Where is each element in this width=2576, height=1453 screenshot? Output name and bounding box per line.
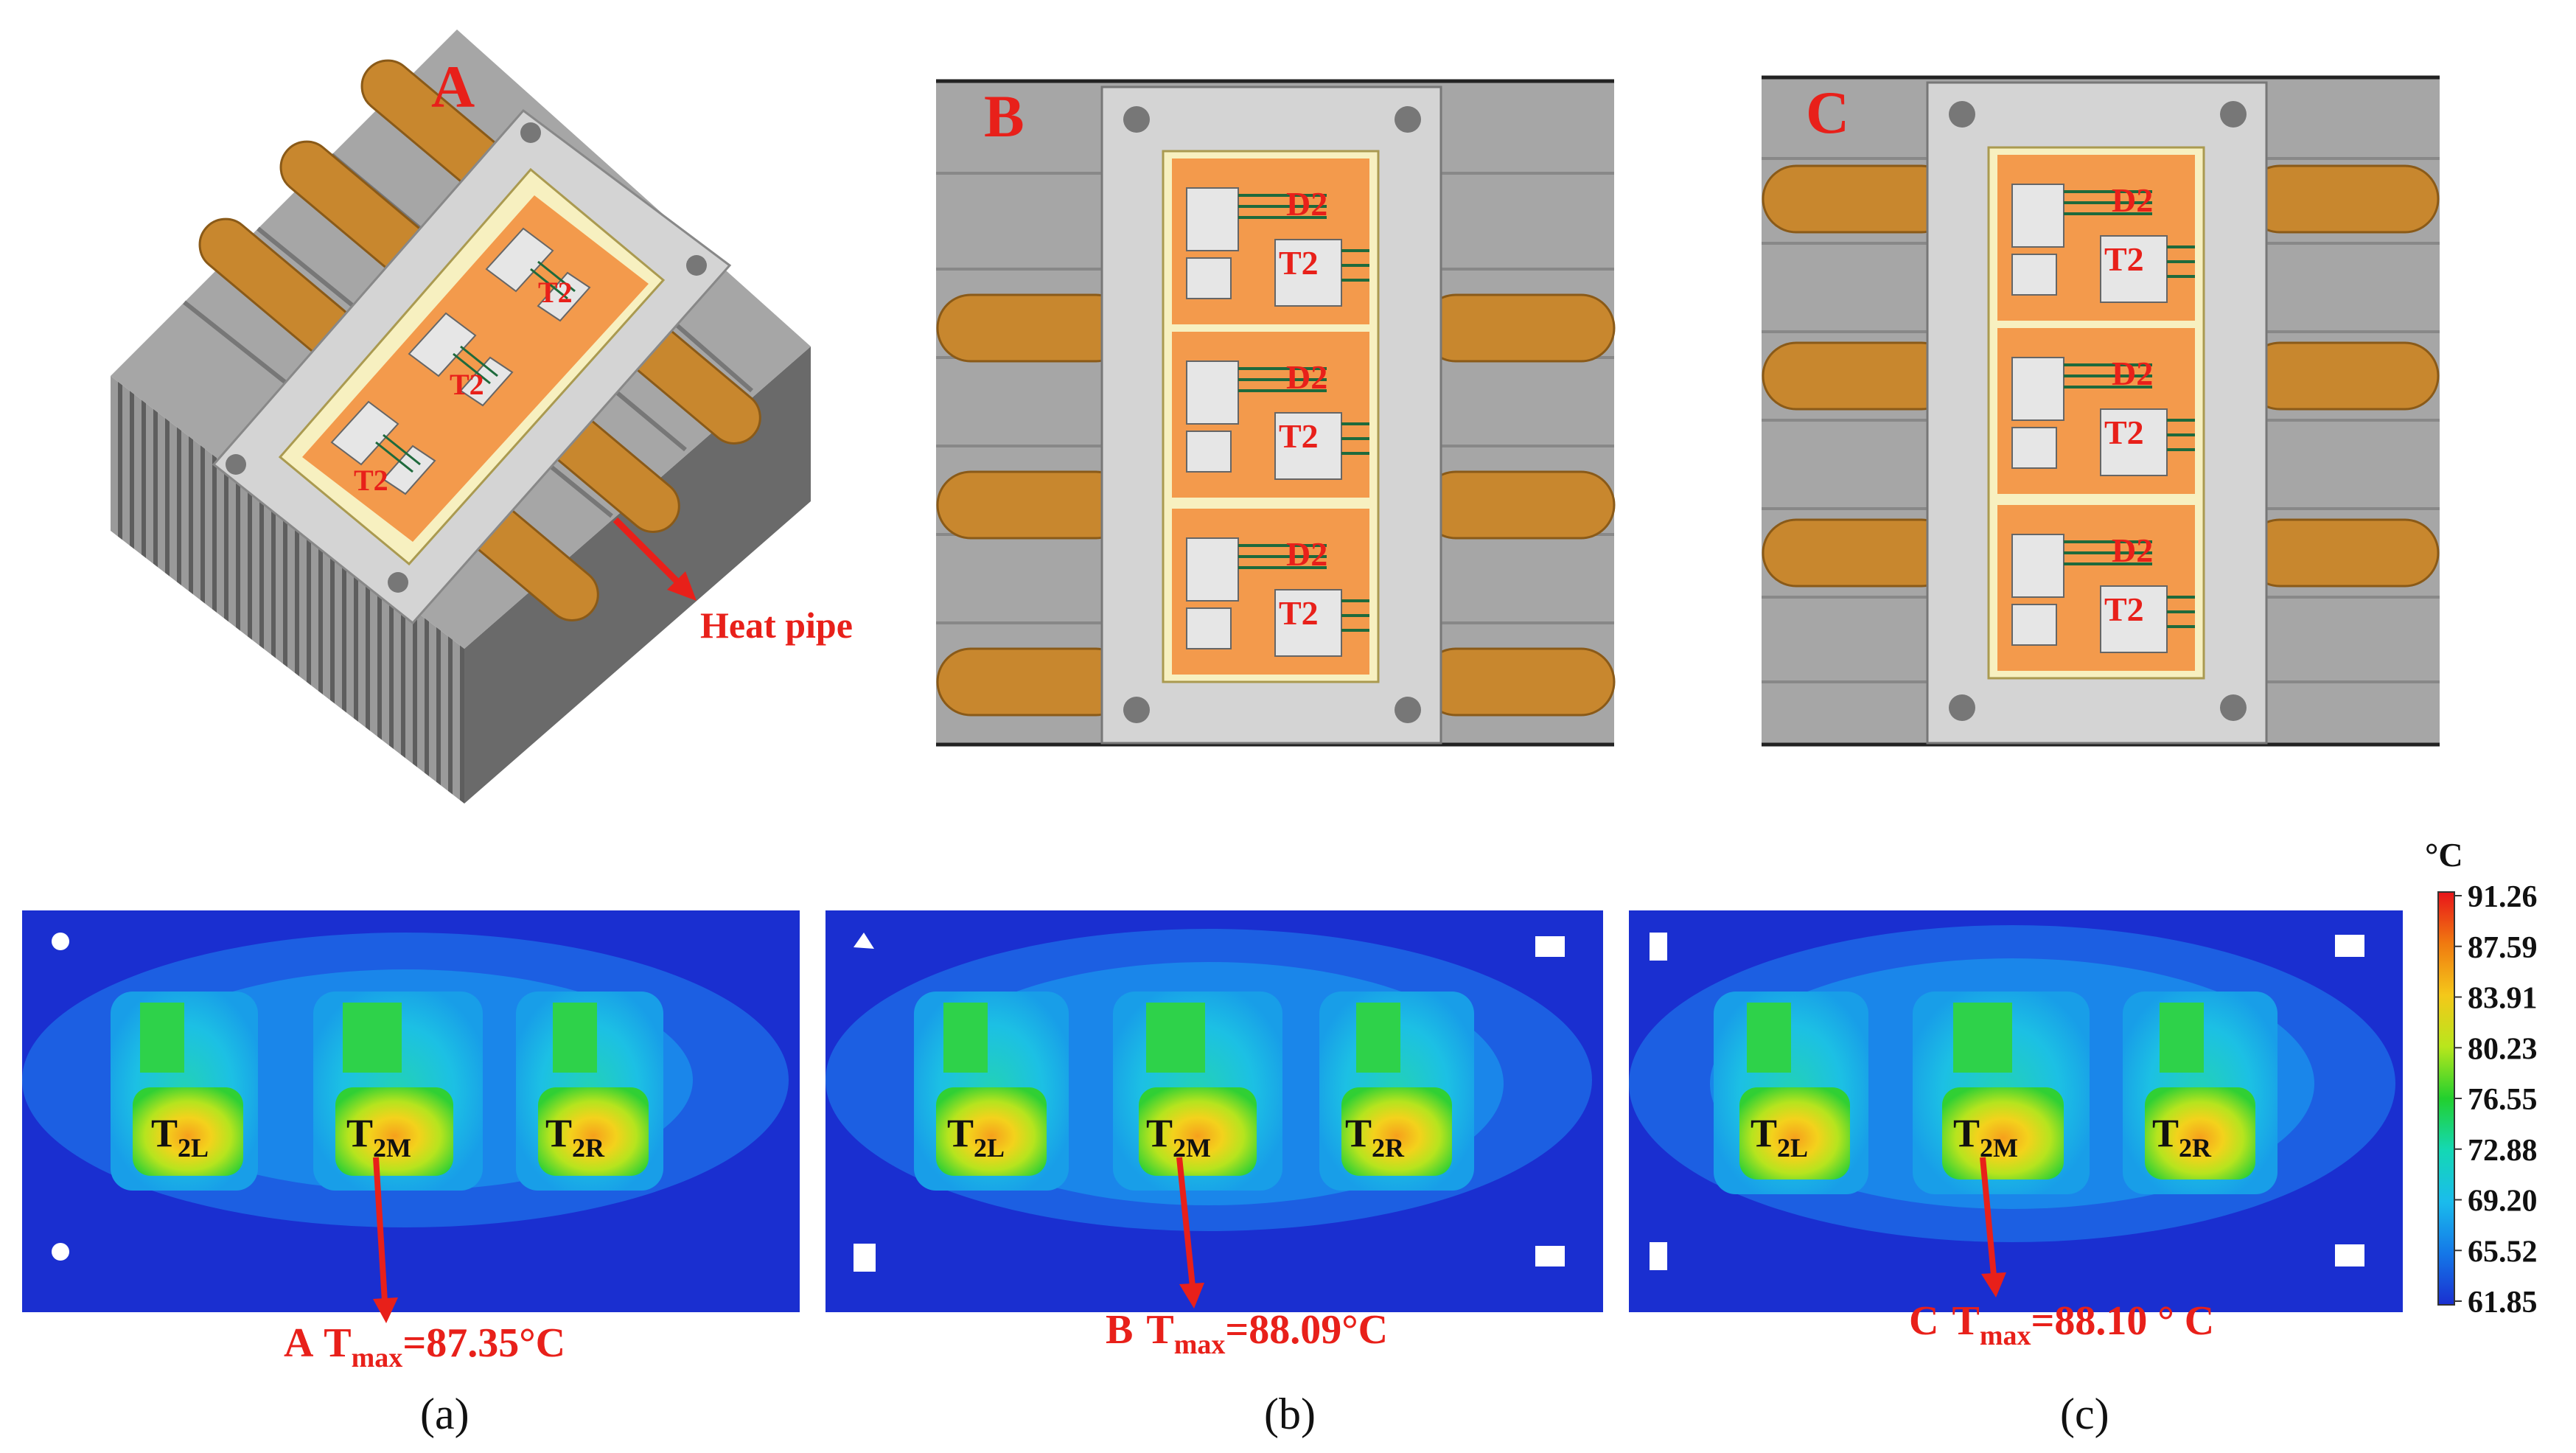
colorbar-tick-label: 61.85 — [2468, 1286, 2538, 1320]
panel-b-d2-label-1: D2 — [1286, 185, 1327, 223]
map-b-chip-t2m: T2M — [1146, 1111, 1211, 1163]
thermal-map-c — [1629, 910, 2403, 1312]
map-b-chip-t2r: T2R — [1345, 1111, 1405, 1163]
panel-a-chip-label-2: T2 — [450, 368, 484, 401]
panel-c-d2-label-2: D2 — [2112, 355, 2153, 392]
panel-c-t2-label-1: T2 — [2104, 240, 2144, 278]
panel-a-chip-label-3: T2 — [538, 276, 573, 309]
colorbar-tick-label: 80.23 — [2468, 1032, 2538, 1066]
map-c-chip-t2r: T2R — [2152, 1111, 2212, 1163]
map-c-chip-t2m: T2M — [1953, 1111, 2018, 1163]
panel-a-chip-label-1: T2 — [354, 464, 388, 497]
colorbar-tick-label: 83.91 — [2468, 982, 2538, 1016]
colorbar-unit: °C — [2425, 836, 2463, 874]
heat-pipe-label: Heat pipe — [700, 604, 853, 646]
map-a-chip-t2r: T2R — [545, 1111, 605, 1163]
map-b-chip-t2l: T2L — [947, 1111, 1005, 1163]
colorbar-tick-label: 87.59 — [2468, 931, 2538, 965]
panel-a-letter: A — [431, 53, 475, 120]
map-a-chip-t2m: T2M — [346, 1111, 411, 1163]
panel-b-d2-label-2: D2 — [1286, 358, 1327, 396]
thermal-map-a — [22, 910, 800, 1312]
colorbar-tick-label: 76.55 — [2468, 1083, 2538, 1117]
panel-c-top-view: D2 T2 D2 T2 D2 T2 C — [1762, 75, 2440, 747]
colorbar-tick-label: 91.26 — [2468, 880, 2538, 914]
tmax-arrows — [373, 1157, 2006, 1323]
panel-b-t2-label-2: T2 — [1279, 417, 1319, 455]
panel-c-t2-label-2: T2 — [2104, 414, 2144, 451]
panel-c-t2-label-3: T2 — [2104, 590, 2144, 628]
temperature-colorbar: °C 91.26 87.59 83.91 80.23 76.55 72.88 69.20 65… — [2425, 836, 2538, 1320]
panel-a-isometric-view: T2 T2 T2 A Heat pipe — [111, 29, 853, 804]
panel-b-d2-label-3: D2 — [1286, 535, 1327, 573]
heatsink-fins-right — [464, 346, 811, 804]
thermal-map-b — [825, 910, 1603, 1312]
panel-b-t2-label-3: T2 — [1279, 594, 1319, 632]
panel-c-d2-label-1: D2 — [2112, 181, 2153, 219]
panel-b-t2-label-1: T2 — [1279, 244, 1319, 282]
panel-c-letter: C — [1806, 79, 1849, 146]
caption-c: (c) — [2060, 1390, 2109, 1438]
caption-a: (a) — [420, 1390, 470, 1438]
colorbar-tick-label: 65.52 — [2468, 1235, 2538, 1269]
panel-b-letter: B — [984, 83, 1025, 150]
panel-b-top-view: D2 T2 D2 T2 D2 T2 B — [936, 79, 1616, 747]
colorbar-tick-label: 69.20 — [2468, 1185, 2538, 1219]
map-a-chip-t2l: T2L — [151, 1111, 209, 1163]
heat-pipe-callout: Heat pipe — [612, 517, 853, 646]
caption-b: (b) — [1264, 1390, 1316, 1438]
map-c-chip-t2l: T2L — [1751, 1111, 1808, 1163]
colorbar-tick-label: 72.88 — [2468, 1134, 2538, 1168]
panel-c-d2-label-3: D2 — [2112, 532, 2153, 569]
thermal-chip-labels: T2L T2M T2R T2L T2M T2R T2L T2M T2R — [151, 1111, 2212, 1163]
heatsink-fins-left — [111, 376, 464, 804]
